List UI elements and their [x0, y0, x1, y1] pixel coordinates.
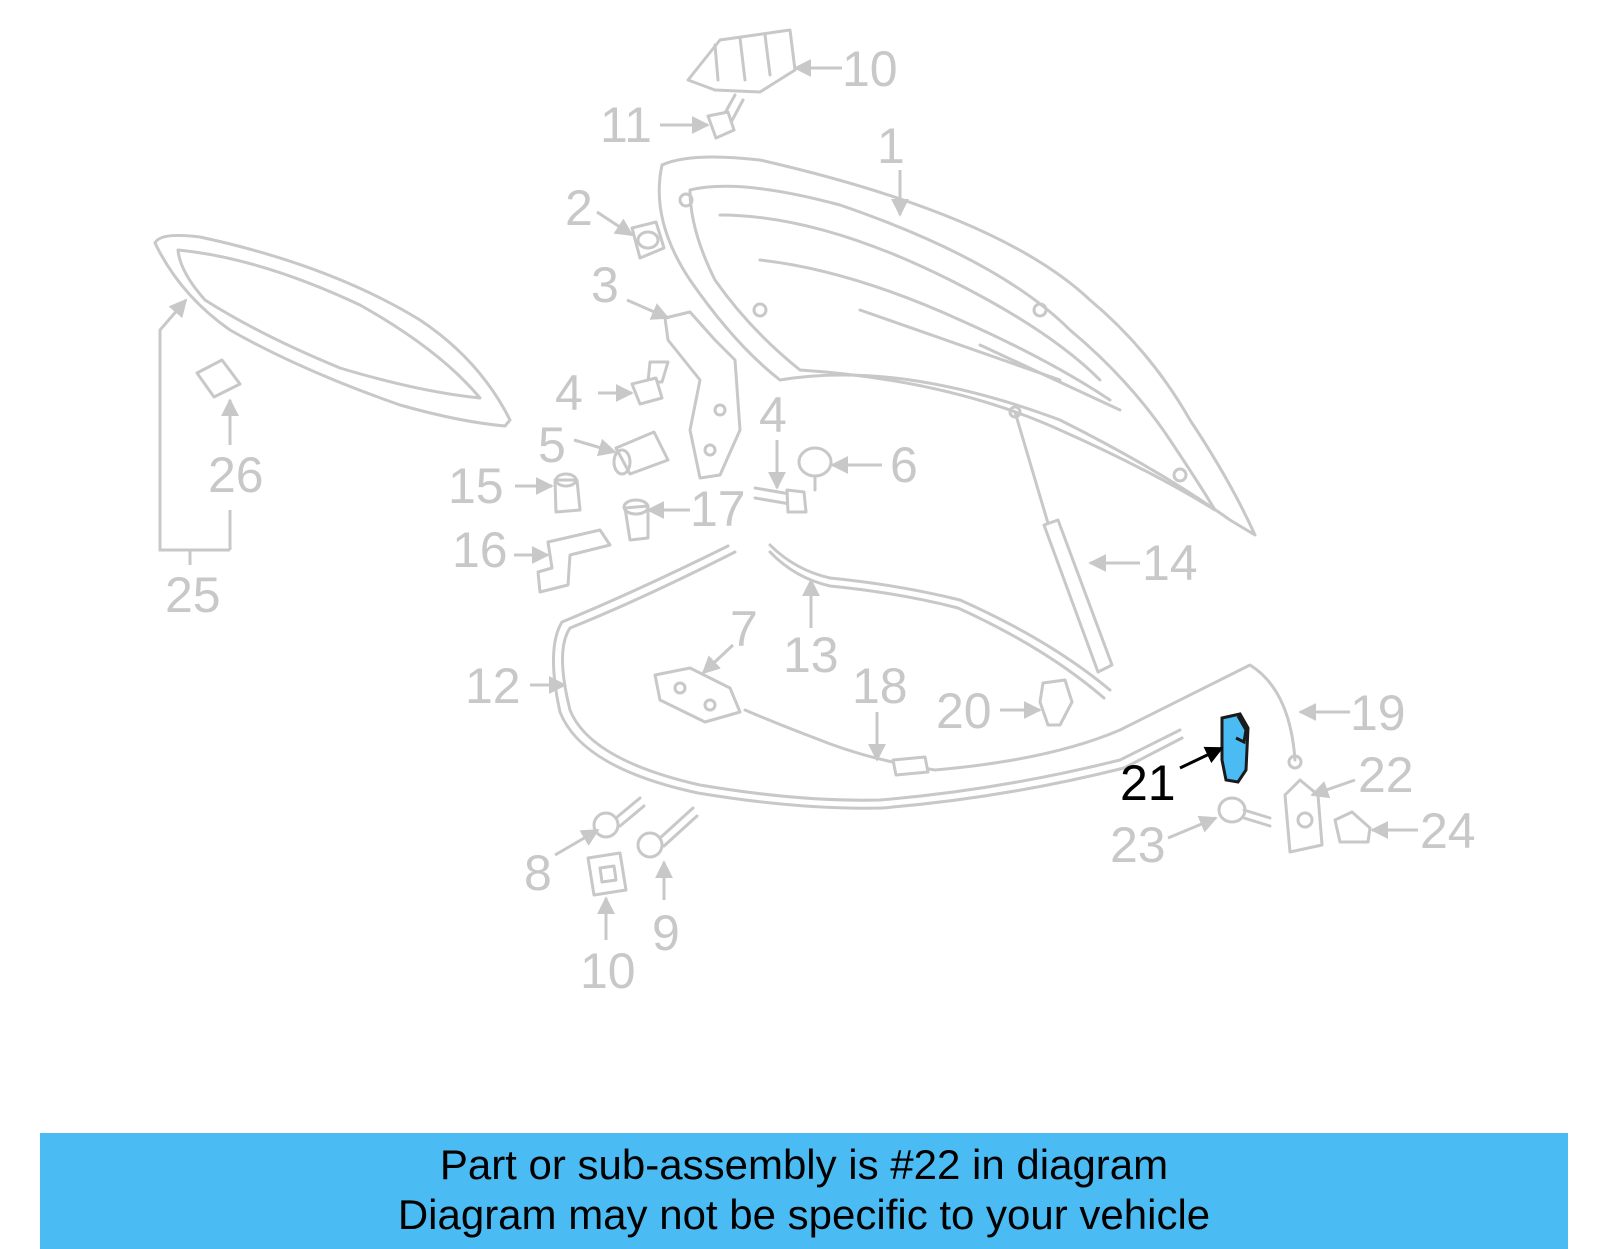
bushing-5-part — [612, 430, 670, 476]
callout-6: 6 — [830, 437, 918, 493]
callout-8-label: 8 — [524, 845, 552, 901]
callout-16: 15 — [448, 458, 554, 514]
bolt-4b-part — [753, 486, 808, 514]
bolt-24-part — [1217, 796, 1272, 828]
banner-line-1: Part or sub-assembly is #22 in diagram — [439, 1141, 1169, 1188]
bracket-23-part — [1283, 778, 1324, 854]
callout-12-label: 11 — [600, 97, 652, 153]
bolt-12-part — [706, 93, 745, 140]
callout-3: 3 — [591, 257, 670, 320]
callout-21: 20 — [936, 683, 1042, 739]
callout-24-label: 23 — [1110, 817, 1166, 873]
callout-4a: 4 — [555, 365, 634, 421]
callout-15: 14 — [1088, 535, 1198, 591]
callout-18-label: 17 — [690, 481, 746, 537]
callout-1-label: 1 — [877, 118, 905, 174]
hinge-3-part — [663, 310, 742, 480]
callout-3-label: 3 — [591, 257, 619, 313]
callout-2-label: 2 — [565, 180, 593, 236]
clip-6-part — [797, 446, 833, 492]
callout-1: 1 — [877, 118, 909, 217]
insulator-pad-26-part — [153, 234, 512, 428]
bracket-17-part — [536, 528, 612, 594]
callout-23-label: 22 — [1358, 747, 1414, 803]
callout-7-label: 7 — [730, 601, 758, 657]
release-handle-22-part — [1220, 712, 1250, 784]
callout-10-label: 10 — [580, 943, 636, 999]
callout-11-label: 10 — [842, 41, 898, 97]
cable-19-part — [743, 663, 1303, 777]
callout-17-label: 16 — [452, 522, 508, 578]
callout-2: 2 — [565, 180, 634, 237]
nut-10-part — [586, 851, 628, 897]
callout-26-label: 25 — [165, 567, 221, 623]
callout-6-label: 6 — [890, 437, 918, 493]
weatherstrip-13-part — [552, 544, 1184, 810]
callout-10: 10 — [580, 896, 636, 999]
bolt-4a-part — [630, 360, 670, 406]
callout-17: 16 — [452, 522, 550, 578]
callout-20-label: 19 — [1350, 685, 1406, 741]
callout-5: 5 — [538, 417, 617, 473]
grommet-2-part — [630, 220, 666, 260]
callout-9-label: 9 — [652, 905, 680, 961]
callout-19-label: 18 — [852, 658, 908, 714]
screw-8-part — [592, 796, 646, 839]
callout-4b-label: 4 — [759, 387, 787, 443]
gas-strut-15-part — [1008, 405, 1114, 674]
screw-9-part — [636, 806, 699, 859]
callout-7: 7 — [701, 601, 758, 675]
info-banner: Part or sub-assembly is #22 in diagram D… — [40, 1133, 1568, 1249]
latch-7-part — [653, 666, 742, 724]
bumper-18-part — [622, 498, 650, 542]
callout-13-label: 12 — [465, 658, 521, 714]
hood-panel — [657, 155, 1257, 537]
callout-25: 24 — [1370, 803, 1476, 859]
bumper-16-part — [553, 472, 582, 514]
hinge-bracket-part — [686, 28, 797, 94]
callout-26: 25 — [158, 298, 232, 623]
callout-24: 23 — [1110, 815, 1218, 873]
callout-12: 11 — [600, 97, 710, 153]
callout-21-label: 20 — [936, 683, 992, 739]
callout-4b: 4 — [759, 387, 787, 490]
callout-20: 19 — [1298, 685, 1406, 741]
callout-13: 12 — [465, 658, 567, 714]
callout-23: 22 — [1310, 747, 1414, 803]
callout-22-label: 21 — [1120, 755, 1176, 811]
callout-4a-label: 4 — [555, 365, 583, 421]
banner-line-2: Diagram may not be specific to your vehi… — [397, 1191, 1211, 1238]
callout-8: 8 — [524, 828, 600, 901]
callout-19: 18 — [852, 658, 908, 762]
callout-15-label: 14 — [1142, 535, 1198, 591]
callout-11: 10 — [793, 41, 898, 97]
callout-18: 17 — [646, 481, 746, 537]
callout-16-label: 15 — [448, 458, 504, 514]
callout-14-label: 13 — [783, 627, 839, 683]
callout-25-label: 24 — [1420, 803, 1476, 859]
callout-9: 9 — [652, 860, 680, 961]
clip-25-part — [1333, 810, 1372, 844]
clip-27-part — [195, 358, 242, 399]
clip-21-part — [1038, 678, 1074, 727]
seal-14-part — [768, 543, 1112, 700]
callout-22[interactable]: 21 — [1120, 746, 1224, 811]
callout-27-label: 26 — [208, 447, 264, 503]
callout-5-label: 5 — [538, 417, 566, 473]
callout-27: 26 — [208, 398, 264, 503]
callout-14: 13 — [783, 578, 839, 683]
